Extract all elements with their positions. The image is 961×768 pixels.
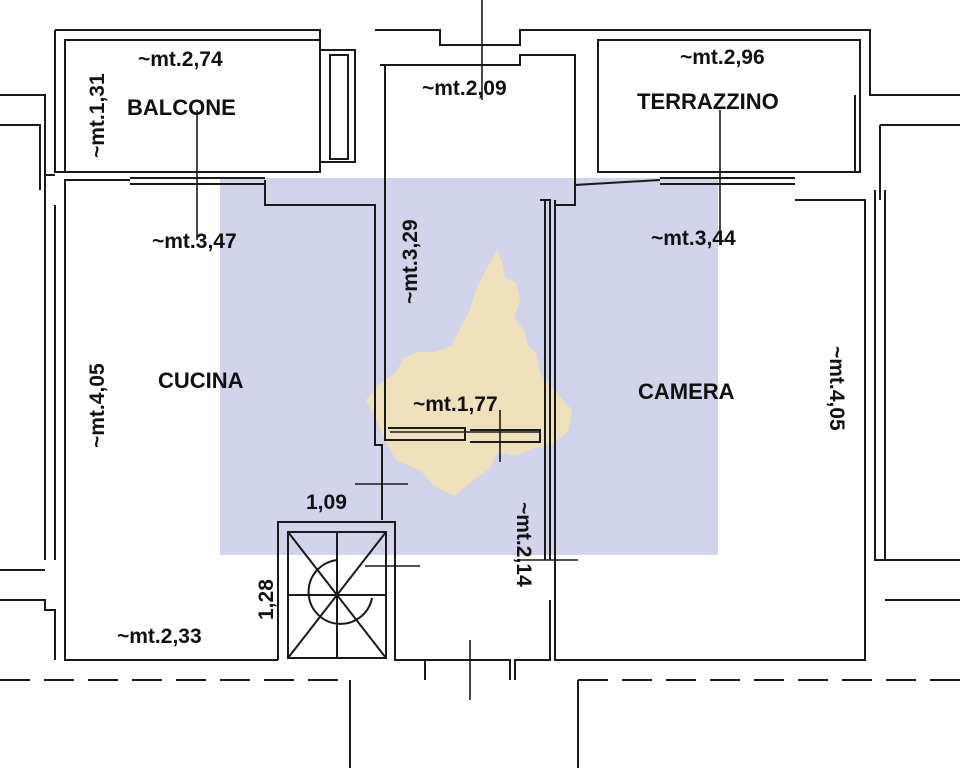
dim-cucina-width: ~mt.3,47 (152, 230, 237, 253)
dim-stair-depth: 1,28 (255, 579, 278, 620)
watermark-region-shape (366, 250, 572, 496)
dimension-lines (196, 0, 721, 700)
dim-balcone-width: ~mt.2,74 (138, 48, 223, 71)
watermark (220, 178, 718, 555)
walls (0, 29, 961, 768)
dim-balcone-depth: ~mt.1,31 (86, 73, 109, 158)
room-label-terrazzino: TERRAZZINO (637, 89, 779, 114)
room-label-cucina: CUCINA (158, 368, 244, 393)
dim-terrazzino-width: ~mt.2,96 (680, 46, 765, 69)
dim-camera-passage: ~mt.2,14 (512, 502, 535, 587)
dim-camera-width: ~mt.3,44 (651, 227, 736, 250)
room-label-balcone: BALCONE (127, 95, 236, 120)
dim-corridor-length: ~mt.3,29 (399, 219, 422, 304)
dim-passage-width: ~mt.1,77 (413, 393, 498, 416)
dim-stair-width: 1,09 (306, 491, 347, 514)
dim-cucina-depth: ~mt.4,05 (86, 363, 109, 448)
dim-hall-width: ~mt.2,09 (422, 77, 507, 100)
room-label-camera: CAMERA (638, 379, 735, 404)
dim-cucina-bottom: ~mt.2,33 (117, 625, 202, 648)
dim-camera-depth: ~mt.4,05 (825, 346, 848, 431)
